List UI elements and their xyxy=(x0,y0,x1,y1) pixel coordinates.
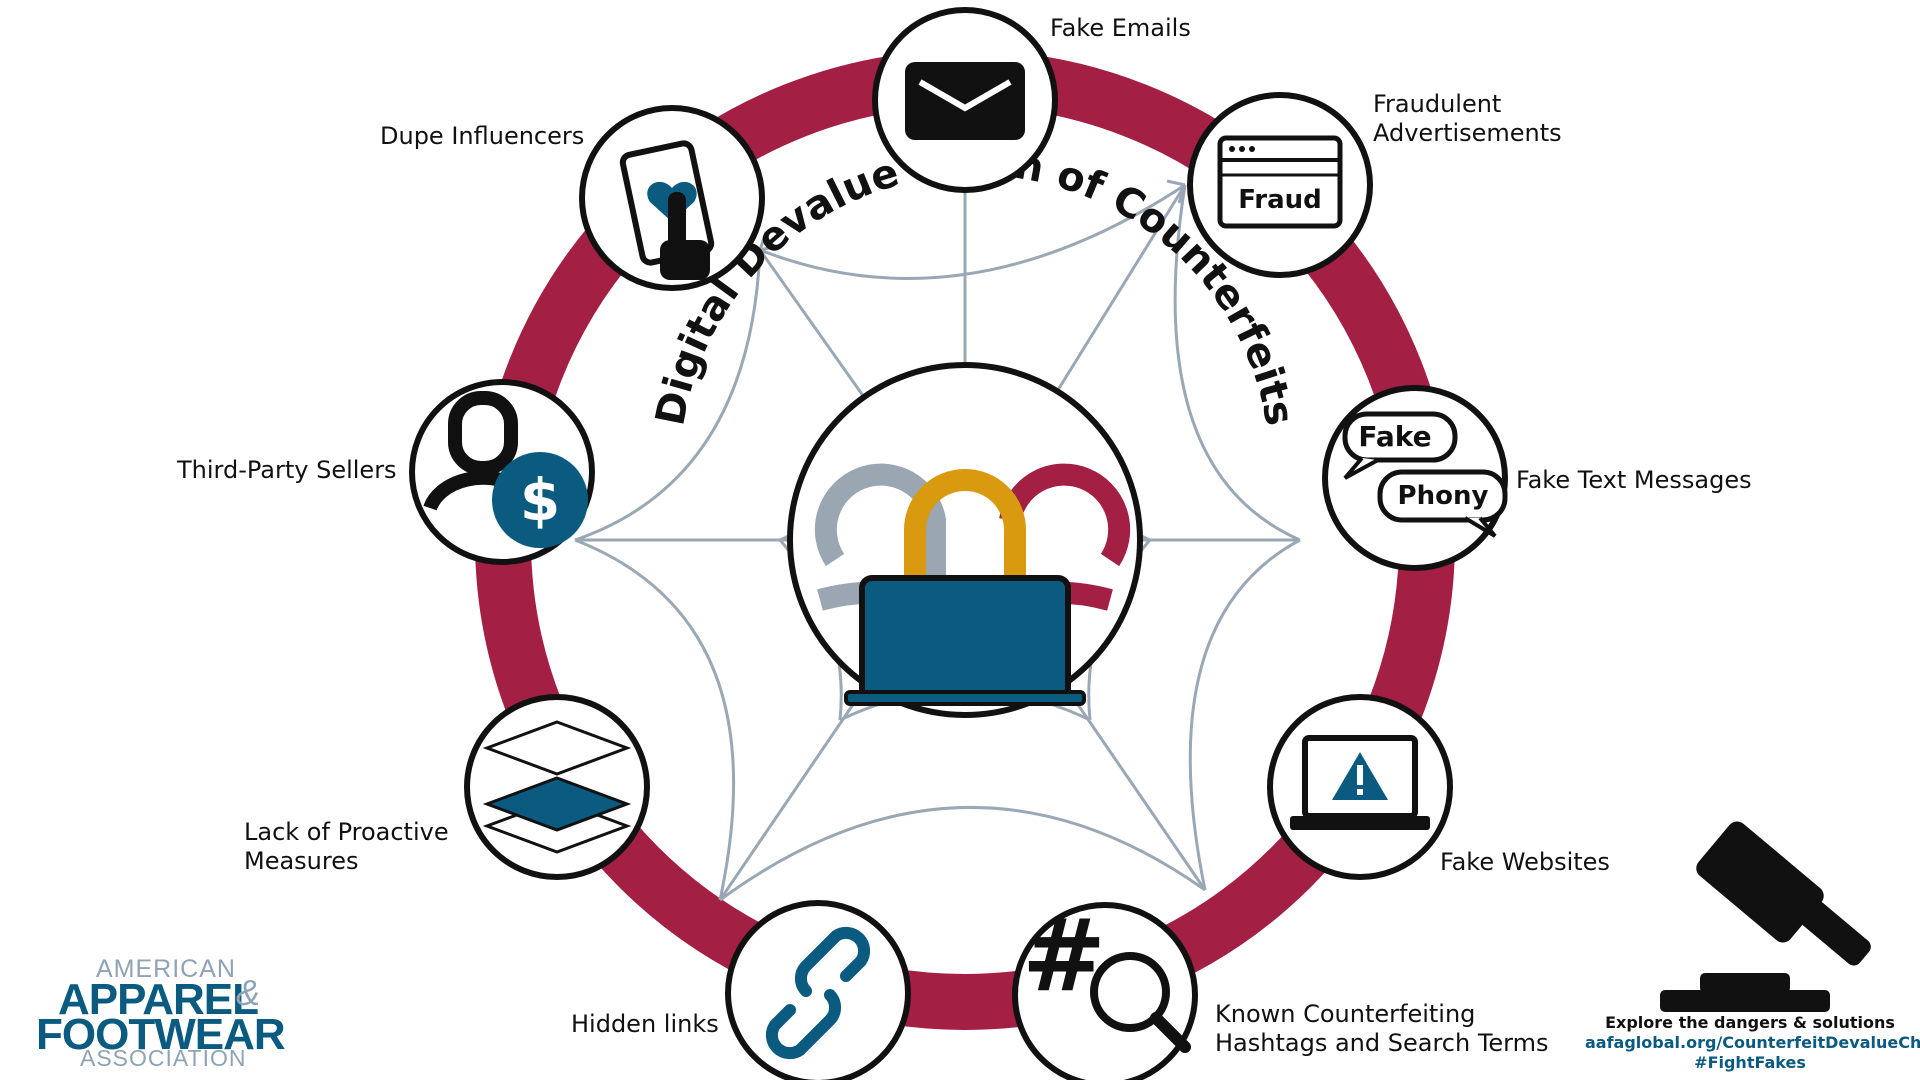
node-hidden-links xyxy=(725,900,911,1080)
node-third-party-sellers: $ xyxy=(409,379,595,565)
footer-hashtag: #FightFakes xyxy=(1694,1053,1806,1072)
aafa-monogram-icon xyxy=(814,463,1131,611)
browser-window-icon: Fraud xyxy=(1217,135,1343,229)
label-fake-emails: Fake Emails xyxy=(1050,14,1191,42)
logo-association: ASSOCIATION xyxy=(80,1045,247,1071)
logo-american: AMERICAN xyxy=(96,955,236,983)
chat-bubbles-icon: Fake Phony xyxy=(1342,411,1508,538)
svg-text:Phony: Phony xyxy=(1398,481,1489,511)
center-hub xyxy=(787,362,1143,718)
svg-text:$: $ xyxy=(520,466,560,534)
node-hashtags: # xyxy=(1012,897,1198,1080)
label-dupe-influencers: Dupe Influencers xyxy=(380,122,585,150)
envelope-icon xyxy=(905,62,1025,140)
logo-footwear: FOOTWEAR xyxy=(36,1010,286,1059)
svg-text:Fake: Fake xyxy=(1358,420,1431,453)
svg-text:Fraud: Fraud xyxy=(1238,185,1322,215)
logo-apparel: APPAREL xyxy=(58,975,259,1024)
node-fraudulent-ads: Fraud xyxy=(1187,92,1373,278)
node-dupe-influencers xyxy=(579,105,765,291)
link-chain-icon xyxy=(765,926,871,1060)
node-fake-emails xyxy=(872,7,1058,193)
label-fake-websites: Fake Websites xyxy=(1440,848,1610,876)
node-fake-text-messages: Fake Phony xyxy=(1322,385,1508,571)
label-fake-text-messages: Fake Text Messages xyxy=(1516,466,1752,494)
footer-cta: Explore the dangers & solutions xyxy=(1605,1013,1895,1032)
label-hidden-links: Hidden links xyxy=(571,1010,719,1038)
logo-ampersand: & xyxy=(236,972,261,1013)
label-third-party-sellers: Third-Party Sellers xyxy=(177,456,397,484)
laptop-warning-icon xyxy=(1290,735,1430,830)
footer-url-link[interactable]: aafaglobal.org/CounterfeitDevalueChain xyxy=(1585,1033,1920,1052)
seller-dollar-icon: $ xyxy=(423,391,588,548)
label-fraudulent-ads: Fraudulent Advertisements xyxy=(1373,90,1562,147)
label-hashtags: Known Counterfeiting Hashtags and Search… xyxy=(1215,1000,1549,1057)
phone-like-icon xyxy=(619,140,715,280)
hashtag-search-icon: # xyxy=(1022,897,1191,1053)
gavel-icon xyxy=(1660,821,1871,1012)
layers-icon xyxy=(482,720,632,854)
node-fake-websites xyxy=(1267,694,1453,880)
label-lack-measures: Lack of Proactive Measures xyxy=(244,818,449,875)
node-lack-measures xyxy=(464,694,650,880)
laptop-icon xyxy=(844,575,1086,706)
